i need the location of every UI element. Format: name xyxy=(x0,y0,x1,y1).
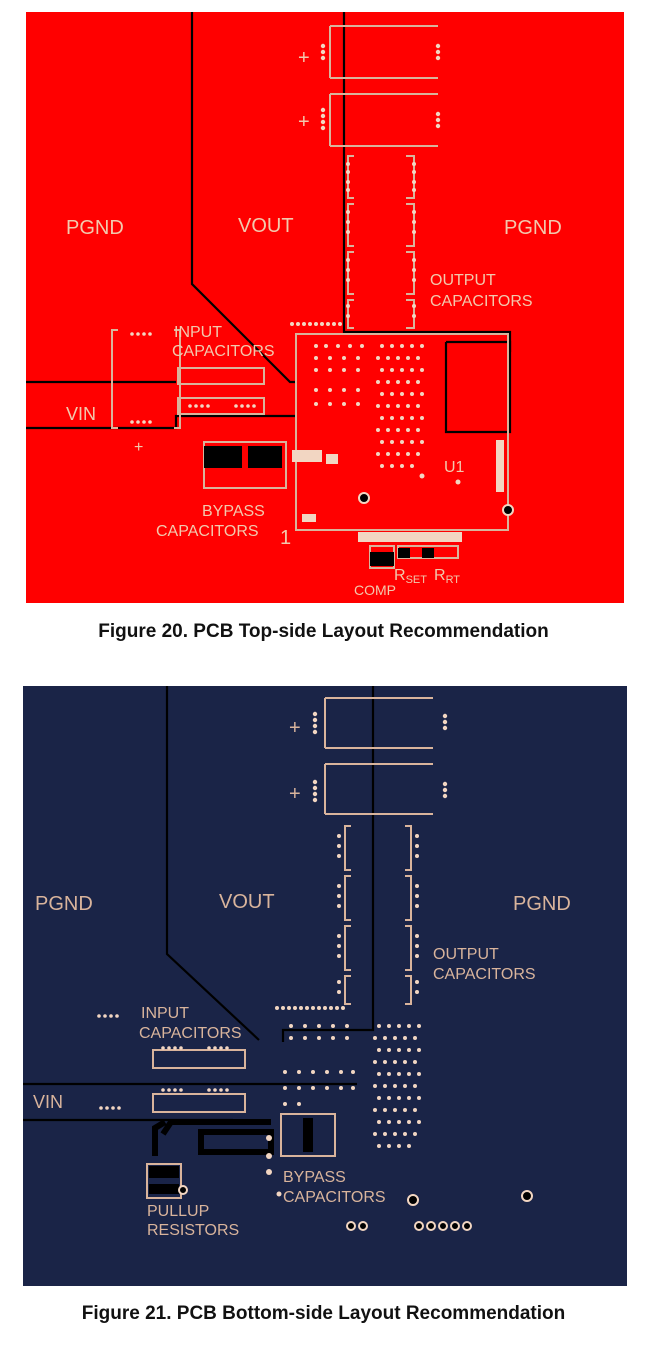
bottom-label-vout: VOUT xyxy=(219,891,275,913)
bottom-label-pgnd-right: PGND xyxy=(513,893,571,915)
top-label-pgnd-right: PGND xyxy=(504,217,562,239)
bottom-label-bypass-1: BYPASS xyxy=(283,1169,346,1186)
bottom-label-input-caps-2: CAPACITORS xyxy=(139,1025,242,1042)
top-label-plus-c1: + xyxy=(298,47,310,69)
top-label-vin: VIN xyxy=(66,404,96,424)
top-output-caps xyxy=(111,25,509,569)
top-label-input-caps-1: INPUT xyxy=(174,324,222,341)
figure-21-caption: Figure 21. PCB Bottom-side Layout Recomm… xyxy=(81,1303,566,1324)
pcb-top-layout: PGND VOUT PGND OUTPUT CAPACITORS INPUT C… xyxy=(26,12,624,603)
pcb-bottom-svg: PGND VOUT PGND OUTPUT CAPACITORS INPUT C… xyxy=(23,686,627,1286)
bottom-output-caps xyxy=(146,697,433,1199)
top-label-bypass-2: CAPACITORS xyxy=(156,523,259,540)
bottom-label-pullup-2: RESISTORS xyxy=(147,1222,239,1239)
bottom-plane-isolation xyxy=(23,686,375,1122)
pcb-bottom-layout: PGND VOUT PGND OUTPUT CAPACITORS INPUT C… xyxy=(23,686,627,1286)
bottom-cap-pads xyxy=(97,711,448,1110)
top-bypass-parts xyxy=(204,440,514,566)
top-plane-isolation xyxy=(26,12,512,434)
bottom-label-vin: VIN xyxy=(33,1092,63,1112)
top-label-plus-vin: + xyxy=(134,439,143,456)
top-label-plus-c2: + xyxy=(298,111,310,133)
top-label-input-caps-2: CAPACITORS xyxy=(172,343,275,360)
top-label-bypass-1: BYPASS xyxy=(202,503,265,520)
top-label-u1: U1 xyxy=(444,459,465,476)
pcb-top-svg: PGND VOUT PGND OUTPUT CAPACITORS INPUT C… xyxy=(26,12,624,603)
top-label-output-caps-2: CAPACITORS xyxy=(430,293,533,310)
top-u1-vias xyxy=(314,344,424,468)
bottom-u1-vias xyxy=(276,1024,421,1197)
bottom-label-pgnd-left: PGND xyxy=(35,893,93,915)
bottom-label-plus-c2: + xyxy=(289,783,301,805)
bottom-label-plus-c1: + xyxy=(289,717,301,739)
bottom-label-output-caps-1: OUTPUT xyxy=(433,946,499,963)
bottom-label-input-caps-1: INPUT xyxy=(141,1005,189,1022)
top-label-pgnd-left: PGND xyxy=(66,217,124,239)
bottom-label-bypass-2: CAPACITORS xyxy=(283,1189,386,1206)
figure-20-caption: Figure 20. PCB Top-side Layout Recommend… xyxy=(98,621,549,642)
top-label-rset: RSET xyxy=(394,567,427,586)
top-copper-pour xyxy=(26,12,624,603)
top-label-pin1: 1 xyxy=(280,527,291,549)
bottom-label-pullup-1: PULLUP xyxy=(147,1203,209,1220)
bottom-label-output-caps-2: CAPACITORS xyxy=(433,966,536,983)
top-label-output-caps-1: OUTPUT xyxy=(430,272,496,289)
bottom-traces xyxy=(149,1118,533,1231)
top-label-comp: COMP xyxy=(354,582,396,598)
top-cap-pads xyxy=(130,43,441,424)
top-label-rrt: RRT xyxy=(434,567,460,586)
top-label-vout: VOUT xyxy=(238,215,294,237)
